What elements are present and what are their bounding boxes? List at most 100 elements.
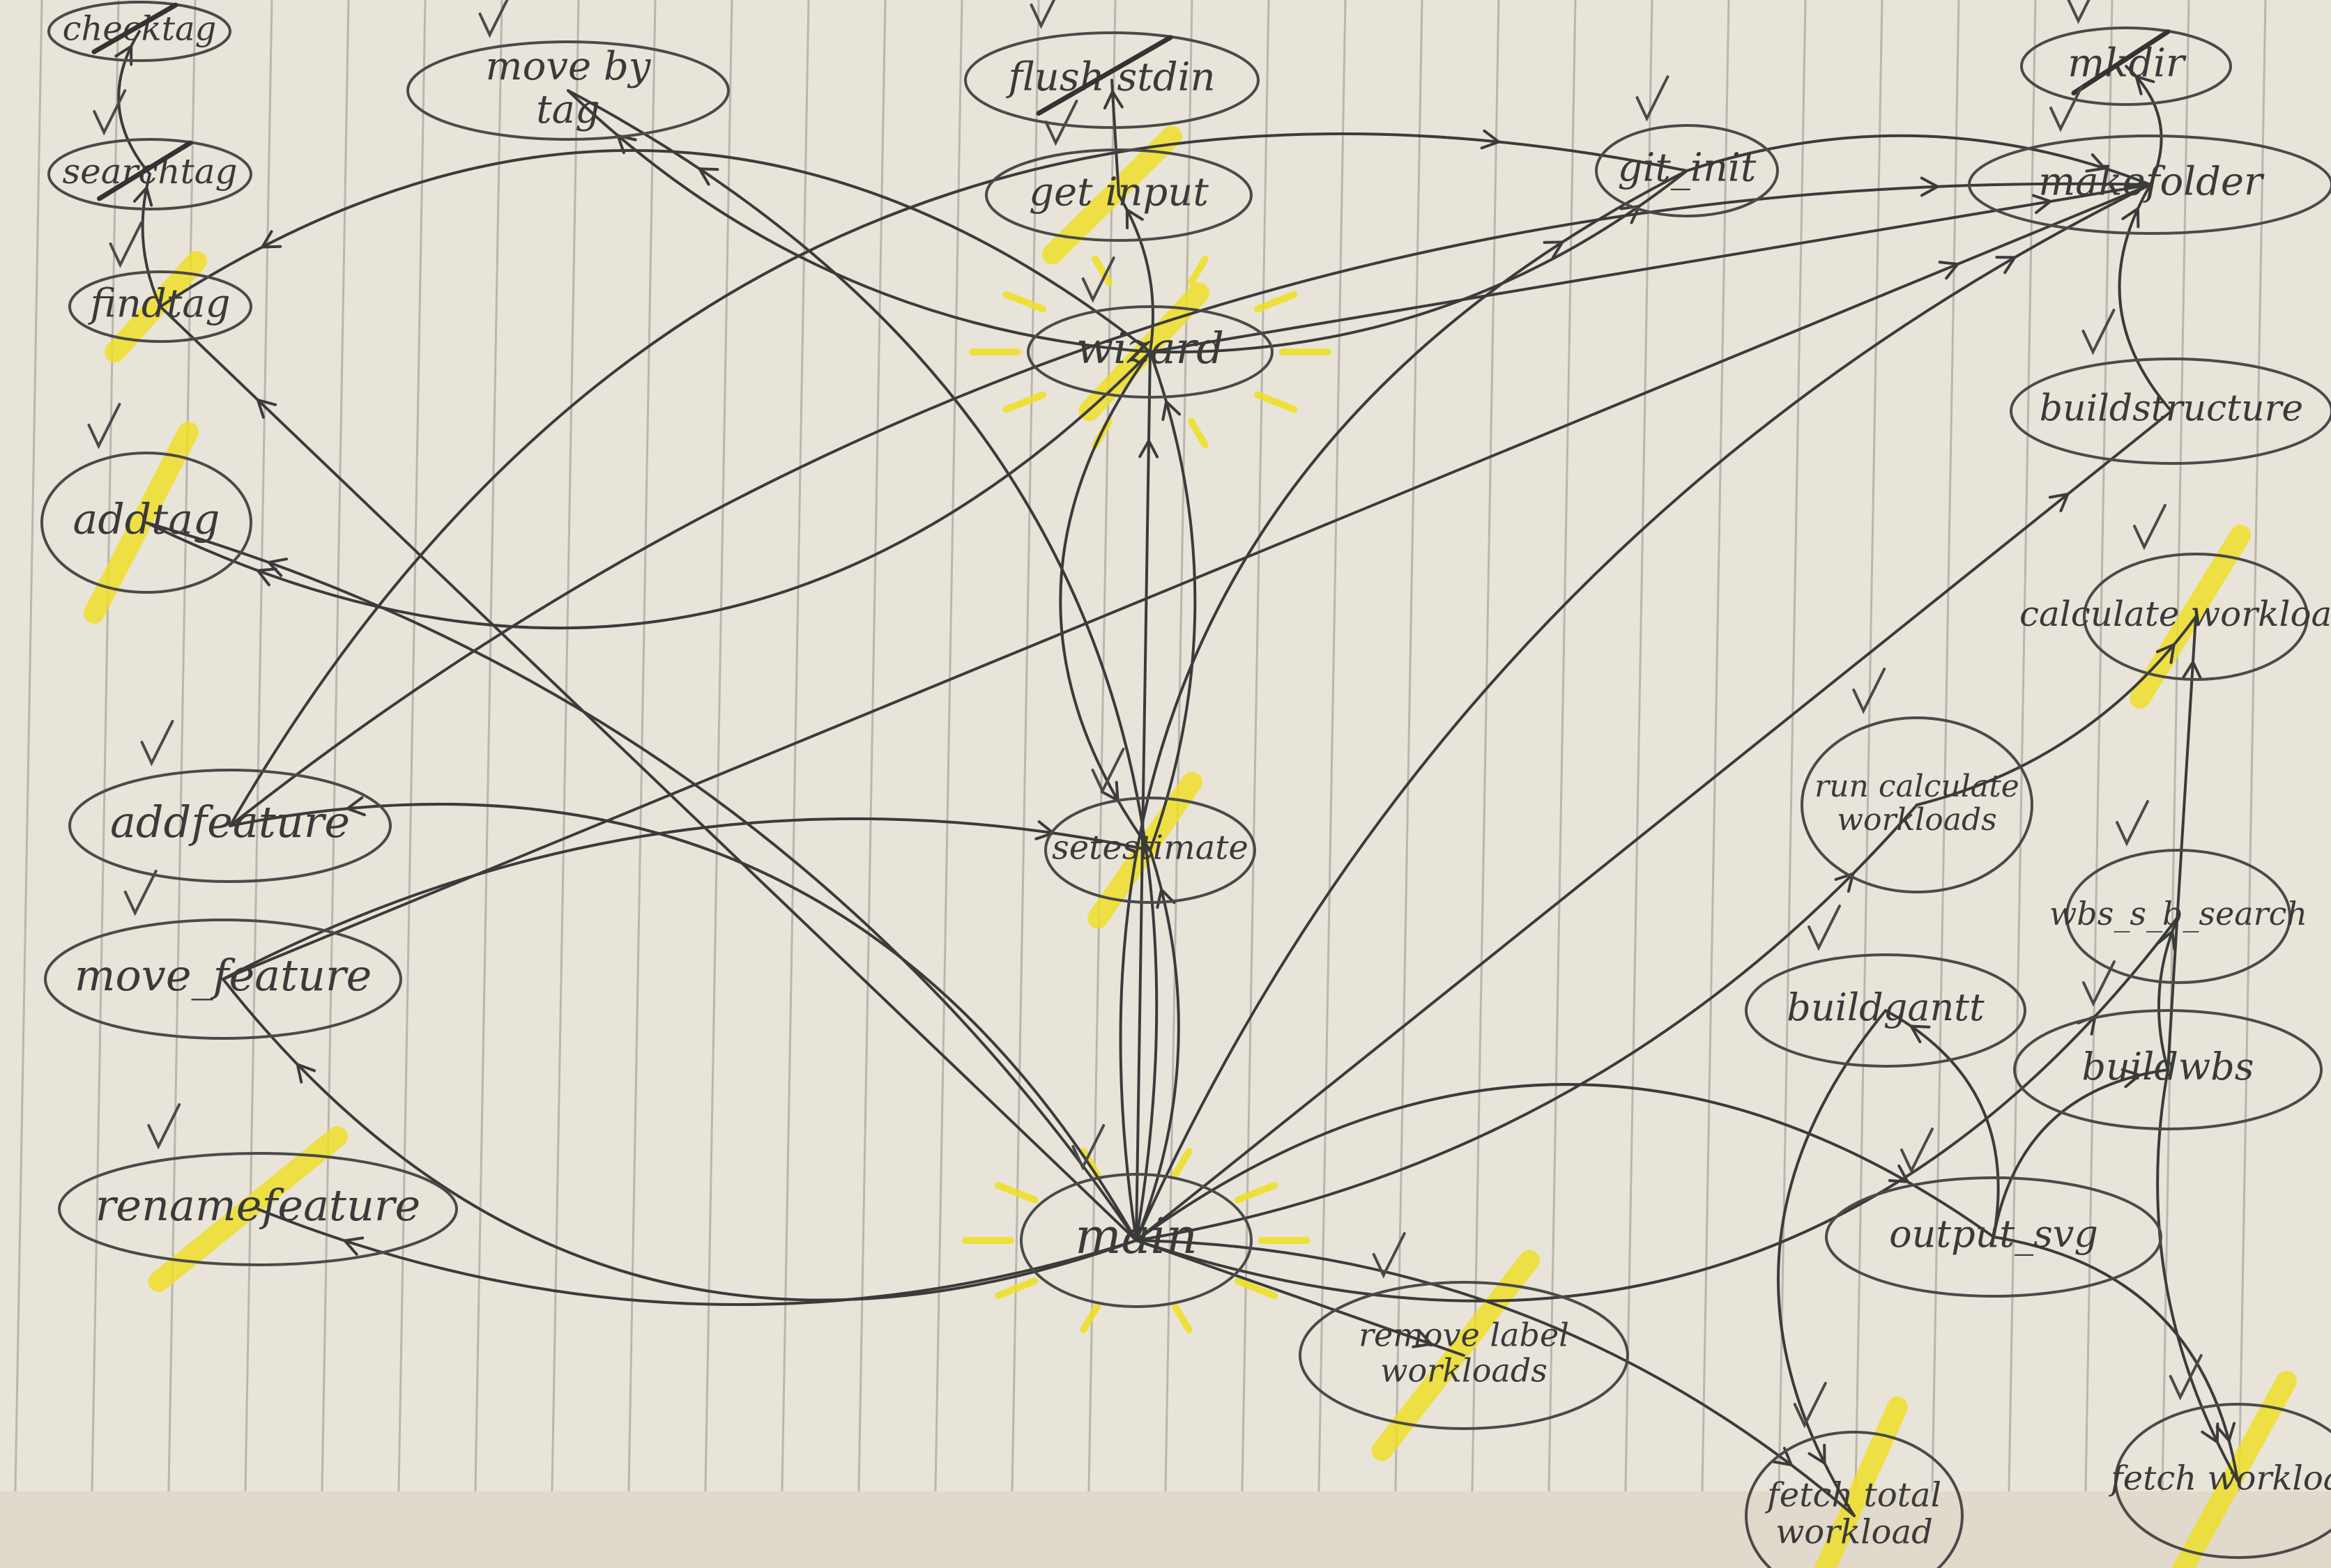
edge-outputsvg-to-buildgantt bbox=[1884, 1009, 2000, 1238]
checkmark-icon bbox=[140, 720, 174, 767]
highlight-ray bbox=[1234, 1181, 1278, 1204]
checkmark-icon bbox=[109, 222, 143, 268]
checkmark-icon bbox=[478, 0, 509, 38]
node-outline bbox=[1044, 797, 1256, 904]
arrowhead bbox=[2215, 1422, 2236, 1444]
highlight-stroke bbox=[105, 251, 207, 362]
checkmark-icon bbox=[93, 89, 127, 136]
paper-rule-line bbox=[549, 0, 580, 1568]
node-label: searchtag bbox=[62, 151, 237, 192]
node-label: addtag bbox=[73, 495, 220, 544]
node-checktag: checktag bbox=[47, 1, 231, 62]
node-label: buildstructure bbox=[2040, 388, 2303, 430]
node-outline bbox=[40, 452, 252, 594]
arrowhead bbox=[259, 230, 282, 249]
arrowhead bbox=[2155, 642, 2176, 664]
node-label: calculate workloads bbox=[2019, 594, 2331, 634]
node-outline bbox=[44, 918, 402, 1040]
arrowhead bbox=[1619, 204, 1642, 224]
arrowhead bbox=[266, 558, 288, 577]
node-outputsvg: output_svg bbox=[1825, 1128, 2162, 1298]
arrowhead bbox=[2182, 659, 2203, 680]
arrowhead bbox=[2031, 194, 2054, 215]
arrowhead bbox=[1909, 1024, 1931, 1044]
highlight-ray bbox=[1253, 391, 1298, 413]
edge-main-to-buildstructure bbox=[1135, 410, 2173, 1242]
paper-rule-line bbox=[933, 0, 963, 1568]
node-label: flush stdin bbox=[1005, 55, 1215, 100]
edge-addfeature-to-makefolder bbox=[229, 182, 2152, 827]
highlight-stroke bbox=[1042, 125, 1182, 265]
edge-wizard-to-getinput bbox=[1117, 194, 1154, 353]
paper-rule-line bbox=[779, 0, 810, 1568]
paper-rule-line bbox=[1239, 0, 1270, 1568]
paper-rule-line bbox=[243, 0, 273, 1568]
highlight-stroke bbox=[84, 422, 199, 624]
highlight-ray bbox=[1080, 1302, 1101, 1334]
arrowhead bbox=[2201, 1422, 2219, 1445]
edge-buildgantt-to-fetchtotalworkload bbox=[1777, 1009, 1887, 1517]
edge-main-to-outputsvg bbox=[1135, 1083, 1995, 1242]
arrowhead bbox=[255, 567, 277, 587]
paper-rule-line bbox=[2160, 0, 2190, 1568]
highlighter-marks bbox=[84, 125, 2297, 1568]
node-buildstructure: buildstructure bbox=[2010, 309, 2331, 465]
highlight-ray bbox=[1092, 255, 1113, 286]
checkmark-icon bbox=[1793, 1382, 1827, 1429]
edge-main-to-addtag bbox=[145, 521, 1138, 1242]
paper-rule-line bbox=[703, 0, 733, 1568]
checkmark-icon bbox=[1900, 1128, 1934, 1174]
strikethrough-mark bbox=[97, 140, 193, 201]
edge-main-to-findtag bbox=[159, 305, 1138, 1242]
node-gitinit: git_init bbox=[1595, 75, 1779, 217]
edge-wizard-to-makefolder bbox=[1149, 183, 2152, 353]
edge-wizard-to-findtag bbox=[159, 148, 1152, 353]
arrowhead bbox=[342, 1236, 365, 1256]
checkmark-icon bbox=[2169, 1354, 2203, 1401]
node-label: main bbox=[1075, 1208, 1198, 1265]
node-outline bbox=[1299, 1281, 1629, 1430]
edge-wizard-to-setestimate bbox=[1059, 351, 1152, 852]
node-label: setestimate bbox=[1052, 829, 1248, 868]
node-label: renamefeature bbox=[95, 1180, 420, 1231]
arrowhead bbox=[1125, 207, 1144, 230]
arrowhead bbox=[1161, 399, 1182, 422]
node-outline bbox=[2065, 849, 2291, 984]
node-searchtag: searchtag bbox=[47, 89, 252, 210]
checkmark-icon bbox=[2082, 960, 2116, 1007]
paper-rule-line bbox=[166, 0, 197, 1568]
edge-main-to-fetchtotalworkload bbox=[1135, 1239, 1856, 1517]
node-outline bbox=[1020, 1173, 1253, 1308]
edge-main-to-wbssbsearch bbox=[1135, 915, 2180, 1302]
arrowhead bbox=[1772, 1447, 1794, 1467]
highlight-ray bbox=[994, 1181, 1039, 1204]
edge-main-to-renamefeature bbox=[257, 1208, 1138, 1306]
edge-wizard-to-addtag bbox=[145, 351, 1152, 630]
highlight-ray bbox=[1187, 255, 1209, 286]
arrowhead bbox=[114, 43, 133, 66]
node-label: addfeature bbox=[110, 797, 350, 847]
node-label: wizard bbox=[1076, 323, 1224, 374]
edge-main-to-makefolder bbox=[1135, 183, 2152, 1242]
checkmark-icon bbox=[1852, 668, 1886, 714]
arrowhead bbox=[2085, 153, 2108, 173]
paper-rule-line bbox=[1776, 0, 1807, 1568]
checkmark-icon bbox=[1635, 75, 1669, 122]
paper-rule-line bbox=[473, 0, 503, 1568]
arrowhead bbox=[1138, 438, 1159, 459]
node-renamefeature: renamefeature bbox=[58, 1103, 458, 1266]
node-main: main bbox=[1020, 1124, 1253, 1308]
highlight-stroke bbox=[148, 1126, 348, 1292]
node-outline bbox=[58, 1152, 458, 1266]
highlight-stroke bbox=[1371, 1250, 1540, 1461]
checkmark-icon bbox=[87, 403, 121, 449]
node-outline bbox=[47, 138, 252, 210]
arrowhead bbox=[344, 796, 366, 817]
edge-main-to-movefeature bbox=[222, 978, 1138, 1302]
checkmark-icon bbox=[2067, 0, 2091, 24]
